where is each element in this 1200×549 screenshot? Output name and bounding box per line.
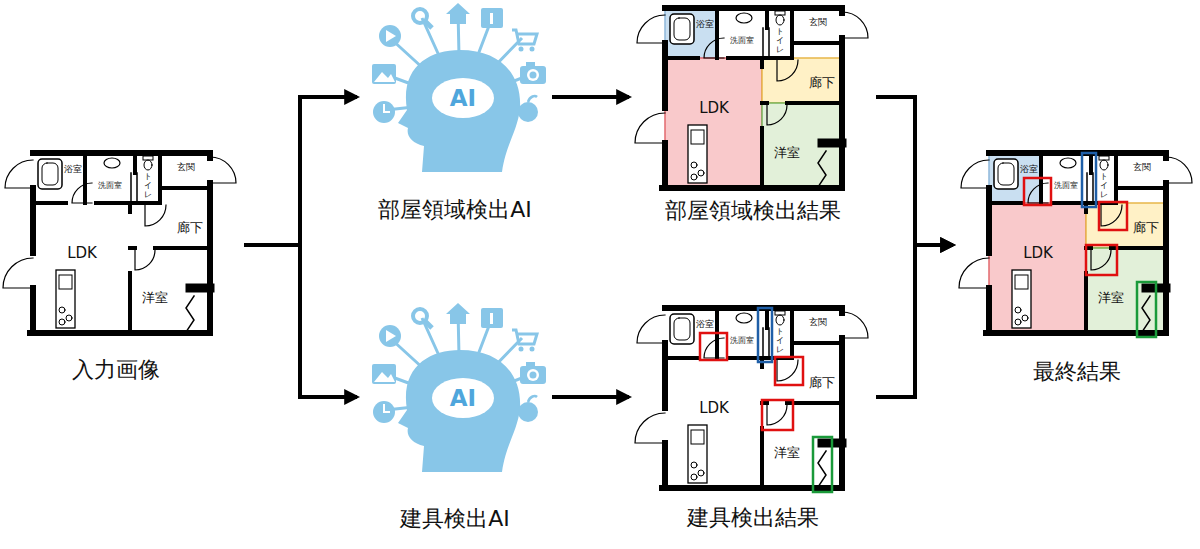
room-region — [989, 203, 1086, 333]
ai-module: AI建具検出AI — [360, 302, 550, 536]
room-name: 浴室 — [64, 165, 82, 175]
room-name: 洗面室 — [1054, 182, 1078, 191]
room-name: 洋室 — [774, 446, 800, 460]
aihead-figure — [372, 3, 546, 172]
floor-plan: 入力画像 浴室洗面室 トイレ 玄関廊下 LDK 洋室 — [0, 148, 242, 387]
flow-arrow — [876, 97, 953, 245]
flow-arrow — [244, 245, 357, 397]
plan-drawing — [632, 3, 874, 198]
room-name: 廊下 — [177, 221, 203, 235]
fixture-box — [1099, 202, 1127, 230]
room-name: LDK — [1023, 245, 1053, 262]
fixture-box — [762, 400, 793, 430]
room-name: 廊下 — [809, 76, 835, 90]
floor-plan: 最終結果浴室洗面室トイレ玄関廊下LDK洋室 — [956, 148, 1198, 389]
caption: 部屋領域検出AI — [356, 195, 554, 225]
room-name: 洗面室 — [730, 337, 754, 346]
room-region — [1086, 203, 1166, 248]
flow-arrow — [244, 97, 357, 245]
room-region — [762, 58, 842, 103]
room-name: 玄関 — [809, 318, 827, 328]
flow-arrow — [552, 395, 629, 399]
fixture-box — [1082, 153, 1096, 207]
room-name: トイレ — [776, 328, 784, 354]
fixture-box — [1024, 178, 1051, 205]
ai-badge: AI — [433, 84, 493, 112]
room-name: 廊下 — [809, 376, 835, 390]
plan-figure — [635, 8, 868, 188]
room-name: トイレ — [776, 28, 784, 54]
room-region — [665, 58, 762, 188]
caption: 入力画像 — [0, 355, 236, 385]
room-name: 浴室 — [1020, 165, 1038, 175]
room-name: LDK — [699, 100, 729, 117]
ai-badge: AI — [433, 384, 493, 412]
ai-module: AI部屋領域検出AI — [360, 2, 550, 227]
caption: 最終結果 — [952, 357, 1200, 387]
room-name: LDK — [67, 245, 97, 262]
plan-figure — [3, 153, 236, 333]
aihead-figure — [372, 303, 546, 472]
floor-plan: 建具検出結果浴室洗面室トイレ玄関廊下LDK洋室 — [632, 303, 874, 535]
room-name: 浴室 — [696, 320, 714, 330]
fixture-box — [813, 437, 832, 492]
caption: 建具検出AI — [356, 504, 554, 534]
plan-drawing — [632, 303, 874, 498]
room-name: トイレ — [1100, 173, 1108, 199]
room-name: 浴室 — [696, 20, 714, 30]
fixture-box — [1086, 245, 1117, 275]
plan-drawing — [956, 148, 1198, 343]
fixture-box — [758, 308, 772, 362]
flow-arrow — [876, 245, 953, 397]
room-name: 洋室 — [142, 291, 168, 305]
flow-arrow — [552, 95, 629, 99]
fixture-box — [775, 357, 803, 385]
plan-drawing — [0, 148, 242, 343]
caption: 部屋領域検出結果 — [628, 196, 878, 226]
room-name: 洋室 — [774, 146, 800, 160]
room-name: トイレ — [144, 173, 152, 199]
room-name: 洋室 — [1098, 291, 1124, 305]
fixture-box — [1137, 282, 1156, 337]
floor-plan: 部屋領域検出結果浴室洗面室トイレ玄関廊下LDK洋室 — [632, 3, 874, 228]
room-name: 洗面室 — [730, 37, 754, 46]
room-name: 廊下 — [1133, 221, 1159, 235]
caption: 建具検出結果 — [628, 503, 878, 533]
fixture-box — [700, 333, 727, 360]
room-name: 玄関 — [1133, 163, 1151, 173]
room-name: 玄関 — [177, 163, 195, 173]
room-name: 洗面室 — [98, 182, 122, 191]
room-name: LDK — [699, 400, 729, 417]
room-name: 玄関 — [809, 18, 827, 28]
